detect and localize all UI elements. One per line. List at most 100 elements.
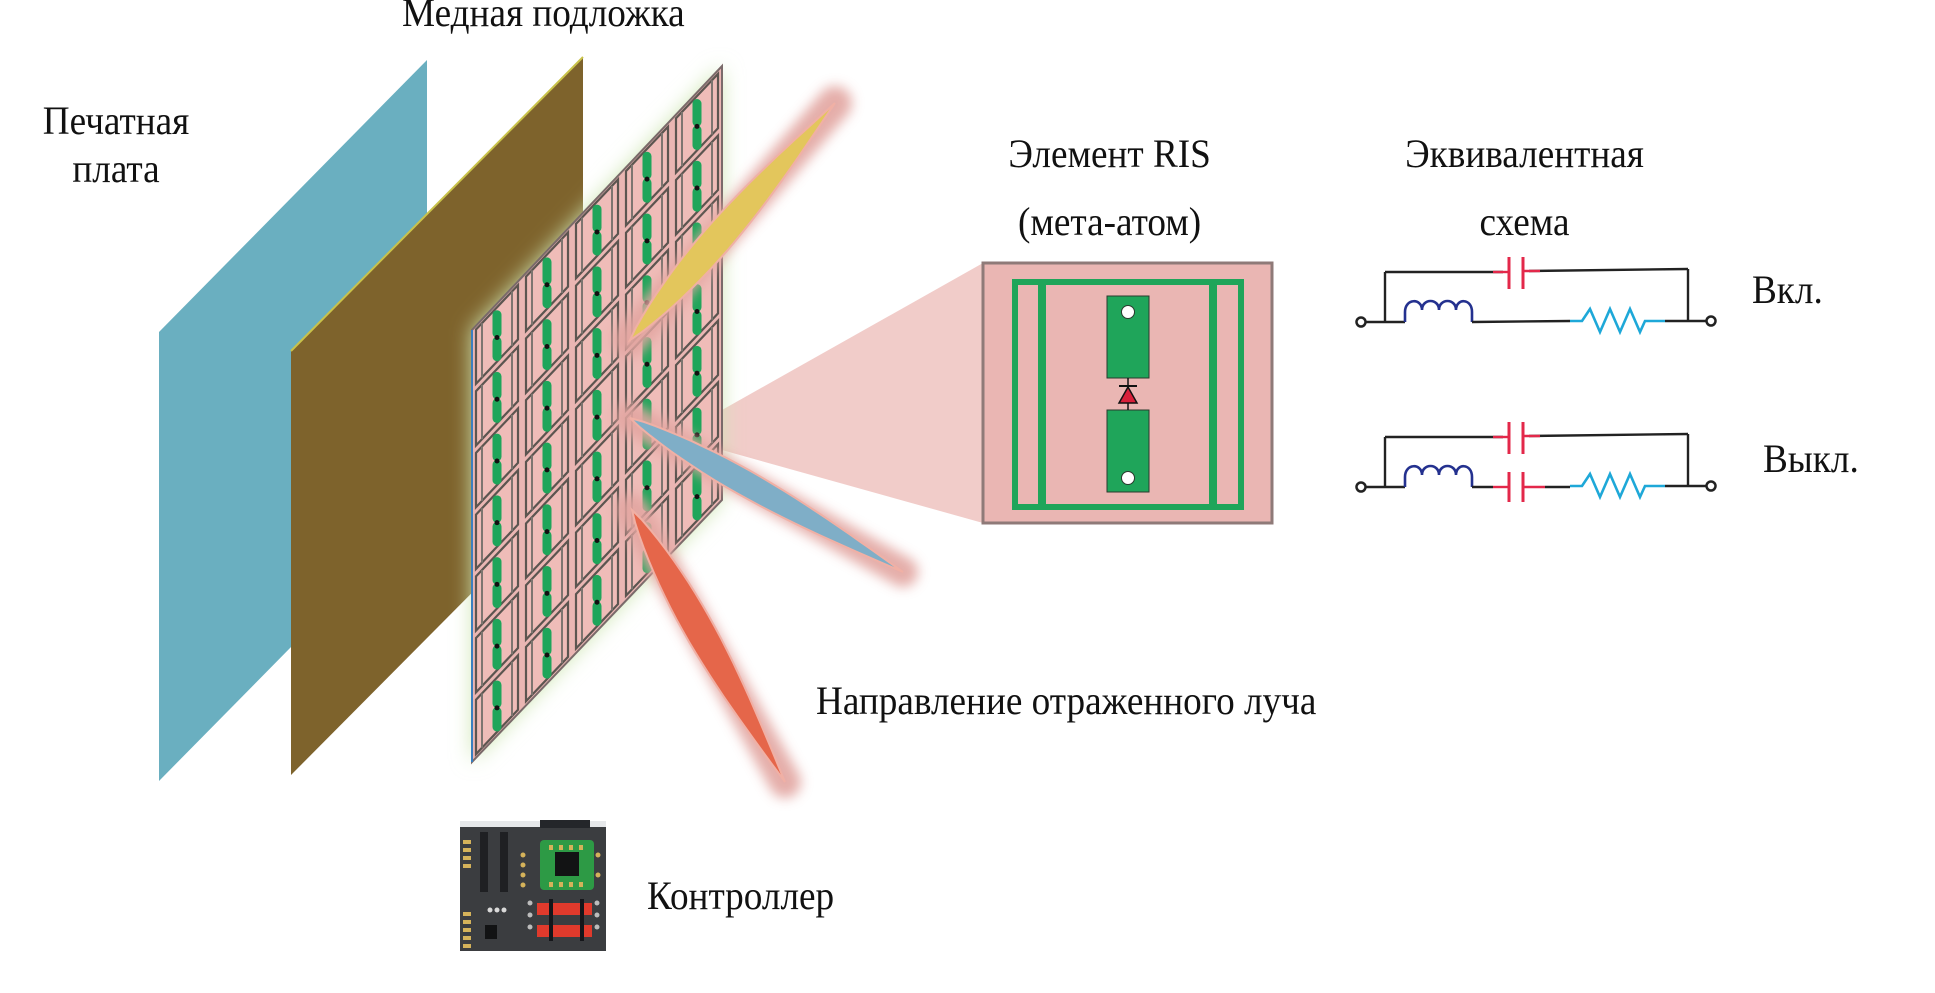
meta-atom-diode [494, 581, 500, 587]
gold-pad [520, 852, 526, 858]
grey-pad [527, 912, 533, 918]
controller-small-chip [485, 925, 497, 939]
chip-pin [549, 882, 553, 887]
chip-pin [559, 882, 563, 887]
beam-yellow-lobe [627, 102, 836, 343]
circuit-on [1355, 257, 1717, 336]
gold-pad [463, 912, 471, 916]
chip-pin [569, 882, 573, 887]
inductor-icon [1403, 299, 1474, 322]
ris-element-label-line-1: Элемент RIS [1008, 131, 1211, 176]
meta-atom-diode [594, 476, 600, 482]
gold-pad [463, 840, 471, 844]
meta-atom-diode [544, 652, 550, 658]
meta-atom-outer-frame [1012, 279, 1244, 510]
grey-pad [594, 924, 600, 930]
resistor-icon [1570, 305, 1665, 336]
controller-bar-1 [549, 899, 553, 941]
meta-atom-diode [494, 335, 500, 341]
gold-pad [520, 882, 526, 888]
controller-connector [540, 820, 590, 828]
terminal-right-icon [1705, 315, 1717, 327]
grey-pad [527, 900, 533, 906]
gold-pad [463, 936, 471, 940]
meta-atom-diode [494, 643, 500, 649]
meta-atom-diode [544, 343, 550, 349]
meta-atom-diode [494, 520, 500, 526]
gold-pad [463, 864, 471, 868]
controller-top-strip [460, 821, 606, 827]
chip-pin [559, 845, 563, 850]
ris-element-label-line-2: (мета-атом) [1017, 199, 1202, 244]
meta-atom-diode [544, 405, 550, 411]
gold-pad [463, 944, 471, 948]
white-pad [487, 907, 493, 913]
meta-atom-diode [544, 467, 550, 473]
controller-trace-2 [500, 832, 508, 892]
grey-pad [527, 924, 533, 930]
gold-pad [595, 872, 601, 878]
meta-atom-diode [594, 229, 600, 235]
gold-pad [463, 856, 471, 860]
meta-atom-right-strip [1209, 282, 1217, 507]
white-pad [501, 907, 507, 913]
gold-pad [463, 920, 471, 924]
meta-atom-diode [494, 458, 500, 464]
meta-atom-diode [544, 282, 550, 288]
meta-atom-diode [644, 238, 650, 244]
meta-atom-diode [694, 185, 700, 191]
gold-pad [463, 928, 471, 932]
circuit-off [1355, 422, 1717, 502]
beam-red-lobe [630, 506, 786, 783]
meta-atom-diode [594, 352, 600, 358]
ris-element-label: Элемент RIS (мета-атом) [998, 134, 1221, 242]
meta-atom-diode [594, 538, 600, 544]
pcb-label-line-1: Печатная [42, 98, 190, 143]
meta-atom-diode [644, 485, 650, 491]
meta-atom-diode [494, 396, 500, 402]
chip-pin [569, 845, 573, 850]
copper-plane-edge [290, 56, 584, 352]
meta-atom-diode [544, 529, 550, 535]
metasurface [471, 63, 723, 765]
beam-red [616, 494, 801, 798]
meta-atom-diode [694, 494, 700, 500]
resistor-icon [1570, 470, 1665, 501]
equivalent-circuits [1355, 257, 1717, 502]
state-off-label: Выкл. [1763, 436, 1859, 481]
pcb-label-line-2: плата [72, 146, 160, 191]
inductor-icon [1403, 464, 1474, 487]
state-on-label: Вкл. [1752, 267, 1823, 312]
zoom-cone [722, 263, 983, 523]
controller-bar-2 [580, 899, 584, 941]
chip-pin [579, 845, 583, 850]
meta-atom-diode [594, 414, 600, 420]
grey-pad [594, 900, 600, 906]
controller-label: Контроллер [647, 873, 835, 918]
terminal-left-icon [1355, 316, 1367, 328]
meta-atom-diode [594, 291, 600, 297]
pcb-label: Печатная плата [30, 101, 202, 189]
meta-atom-diode [644, 361, 650, 367]
via-hole-bottom [1121, 471, 1135, 485]
controller-gold-pads [463, 840, 601, 948]
controller-chip-icon [555, 852, 579, 876]
meta-atom-diode [694, 308, 700, 314]
wire [1471, 319, 1571, 324]
meta-atom-left-strip [1038, 282, 1046, 507]
beam-blue-lobe [629, 417, 904, 573]
beam-yellow [613, 86, 852, 357]
gold-pad [595, 852, 601, 858]
equivalent-circuit-label-line-1: Эквивалентная [1405, 131, 1644, 176]
meta-atom-diode [694, 432, 700, 438]
reflected-beam-direction-label: Направление отраженного луча [816, 678, 1317, 723]
terminal-left-icon [1355, 481, 1367, 493]
controller-board [460, 820, 606, 951]
chip-pin [579, 882, 583, 887]
chip-pin [549, 845, 553, 850]
meta-atom-diode [644, 176, 650, 182]
equivalent-circuit-label-line-2: схема [1479, 199, 1570, 244]
gold-pad [520, 872, 526, 878]
